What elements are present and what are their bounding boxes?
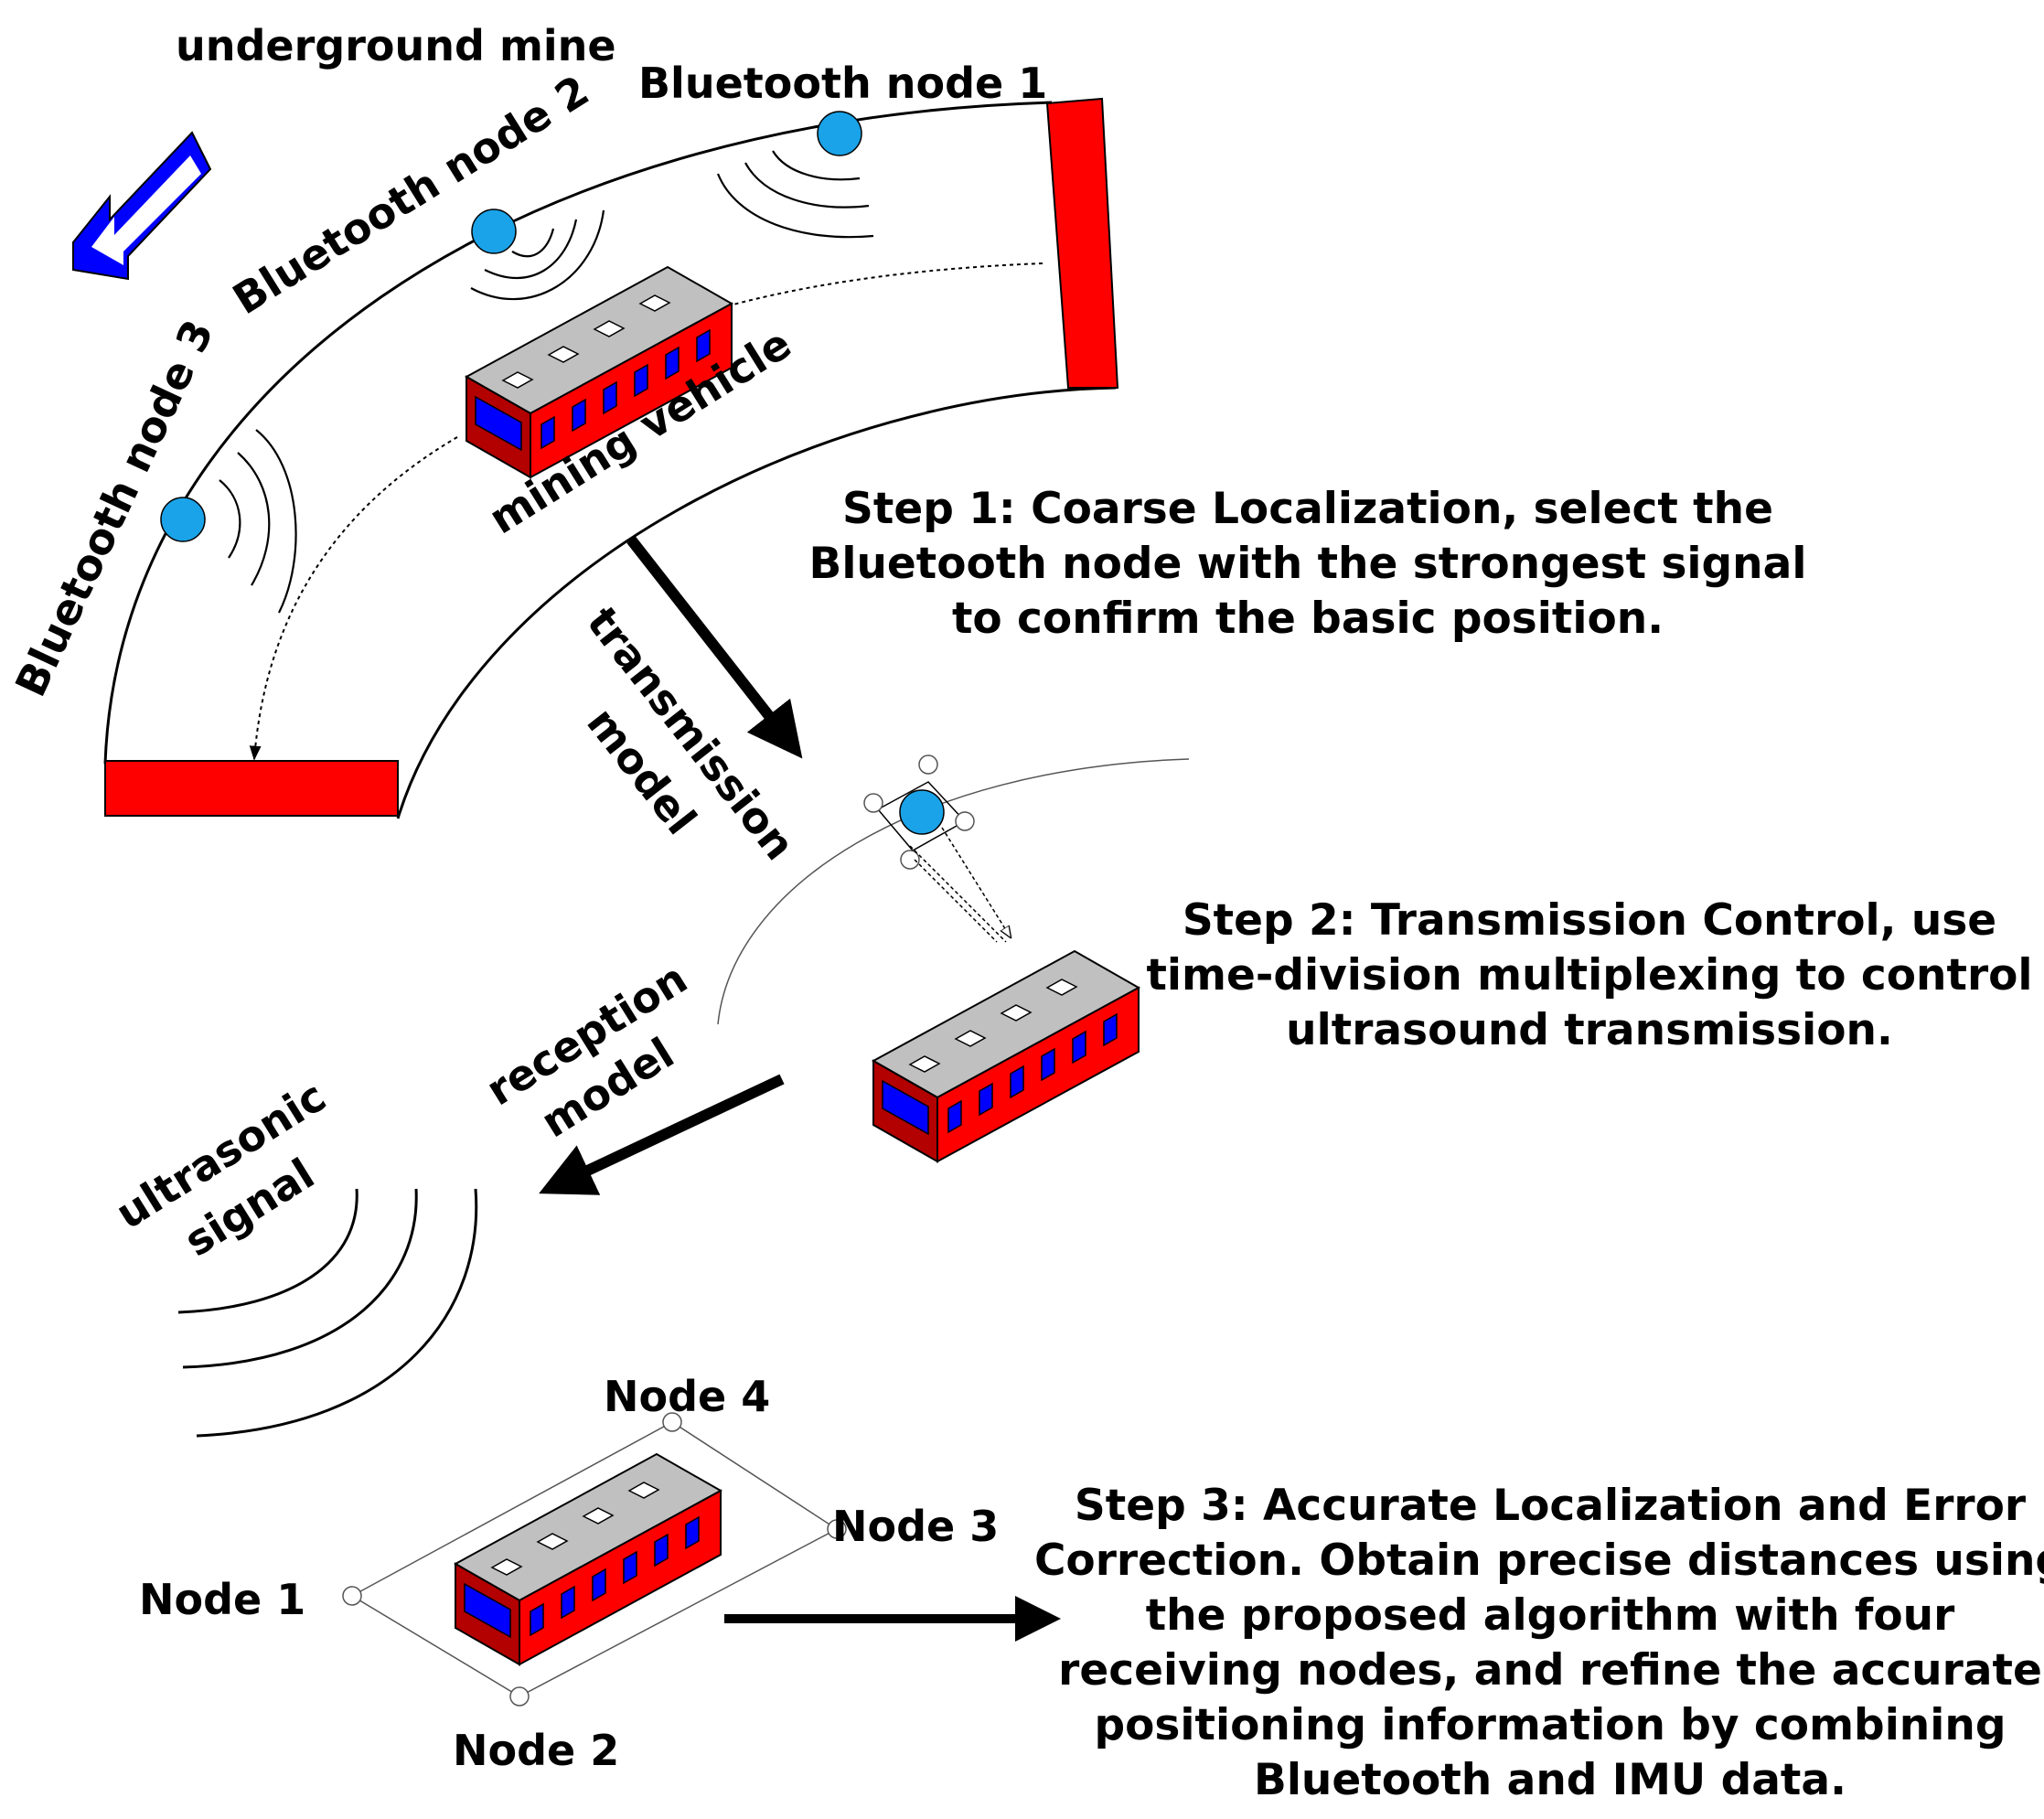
svg-text:Step 2: Transmission Control,: Step 2: Transmission Control, use [1183, 895, 1996, 946]
svg-text:positioning information by com: positioning information by combining [1095, 1700, 2007, 1750]
node-3-marker [827, 1519, 847, 1539]
svg-text:Correction. Obtain precise dis: Correction. Obtain precise distances usi… [1034, 1535, 2044, 1586]
bluetooth-node-3-icon [160, 497, 206, 542]
label-node-3: Node 3 [832, 1502, 999, 1551]
label-node-2: Node 2 [453, 1726, 619, 1775]
transmission-arrow [626, 536, 803, 759]
bluetooth-node-selected-icon [899, 789, 945, 835]
direction-arrow-icon [72, 131, 212, 281]
tunnel-arc-thin [717, 758, 1190, 1025]
label-node-4: Node 4 [604, 1372, 770, 1421]
receiving-nodes-frame [342, 1412, 847, 1707]
node-4-marker [662, 1412, 682, 1432]
tunnel-barrier-bottom [104, 760, 399, 817]
selected-bluetooth-node [863, 754, 1011, 943]
step-2-text: Step 2: Transmission Control, use time-d… [1146, 895, 2032, 1055]
label-bluetooth-node-2: Bluetooth node 2 [224, 66, 597, 325]
svg-text:receiving nodes, and refine th: receiving nodes, and refine the accurate [1058, 1645, 2042, 1696]
label-underground-mine: underground mine [176, 21, 616, 70]
mine-tunnel [103, 97, 1119, 819]
svg-text:Bluetooth node with the strong: Bluetooth node with the strongest signal [809, 539, 1807, 589]
svg-text:ultrasound transmission.: ultrasound transmission. [1286, 1005, 1893, 1055]
bluetooth-node-2-icon [471, 209, 517, 254]
step-3-text: Step 3: Accurate Localization and Error … [1034, 1481, 2044, 1805]
label-bluetooth-node-1: Bluetooth node 1 [638, 59, 1047, 108]
svg-text:the proposed algorithm with fo: the proposed algorithm with four [1146, 1590, 1955, 1641]
bluetooth-signal-waves [219, 150, 874, 614]
svg-text:to confirm the basic position.: to confirm the basic position. [952, 594, 1664, 644]
mining-vehicle-icon-middle [872, 950, 1140, 1162]
svg-text:Step 3: Accurate Localization: Step 3: Accurate Localization and Error [1075, 1481, 2027, 1531]
ultrasonic-waves [177, 1188, 478, 1438]
svg-text:time-division multiplexing to: time-division multiplexing to control [1146, 950, 2032, 1000]
label-node-1: Node 1 [139, 1575, 305, 1624]
bluetooth-node-1-icon [817, 111, 862, 156]
svg-text:Bluetooth and IMU data.: Bluetooth and IMU data. [1254, 1755, 1846, 1805]
reception-arrow [539, 1074, 785, 1195]
node-2-marker [509, 1686, 530, 1707]
node-1-marker [342, 1586, 362, 1606]
step-1-text: Step 1: Coarse Localization, select the … [809, 484, 1807, 644]
tunnel-barrier-top [1045, 97, 1119, 389]
svg-text:Step 1: Coarse Localization, s: Step 1: Coarse Localization, select the [842, 484, 1773, 534]
mining-vehicle-icon-bottom [455, 1453, 722, 1665]
